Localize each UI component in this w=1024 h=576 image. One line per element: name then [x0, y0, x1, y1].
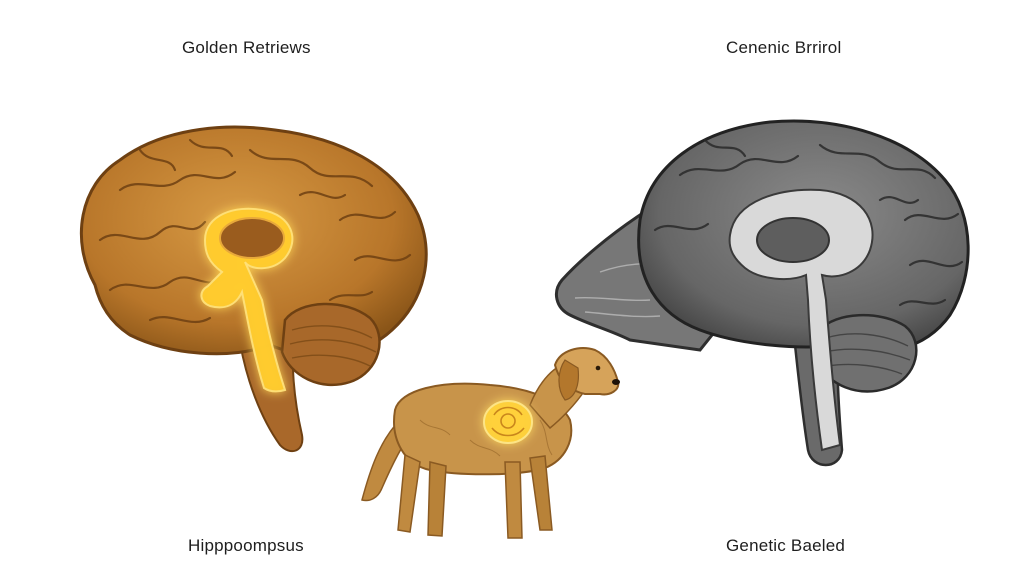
label-bottom-right: Genetic Baeled	[726, 536, 846, 555]
label-top-right: Cenenic Brrirol	[726, 38, 842, 57]
gray-brain-illustration	[554, 119, 970, 467]
golden-brain-illustration	[79, 125, 428, 453]
label-bottom-left: Hipppoompsus	[188, 536, 304, 555]
label-top-left: Golden Retriews	[182, 38, 311, 57]
golden-retriever-illustration	[361, 347, 620, 539]
